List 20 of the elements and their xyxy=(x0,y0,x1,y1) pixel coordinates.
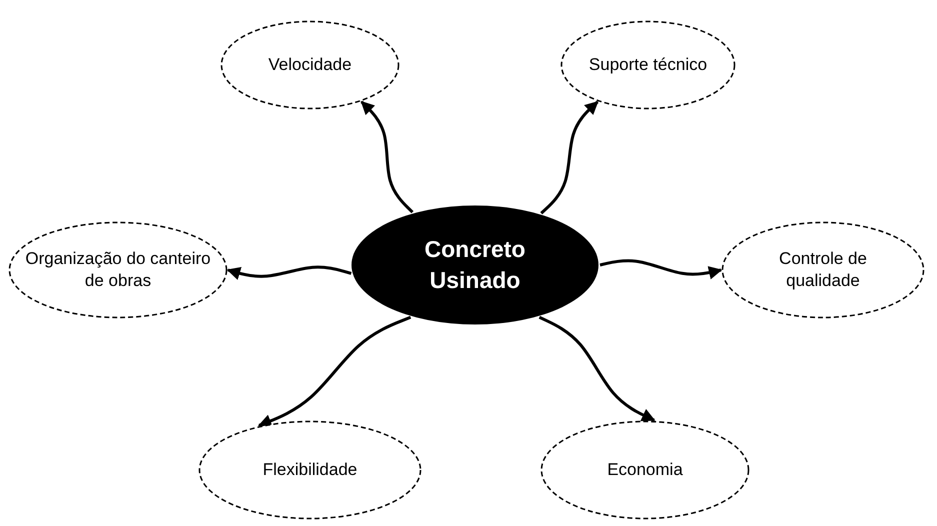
curved-arrow xyxy=(360,100,414,214)
dashed-ellipse xyxy=(8,221,228,319)
node-label: Organização do canteiro de obras xyxy=(24,248,212,292)
node-label: Economia xyxy=(607,458,683,481)
center-ellipse xyxy=(350,204,600,326)
curved-arrow xyxy=(538,316,656,422)
node-label: Controle de qualidade xyxy=(778,248,868,292)
dashed-ellipse xyxy=(721,221,925,319)
node-label: Concreto Usinado xyxy=(424,234,526,295)
curved-arrow xyxy=(258,316,412,428)
curved-arrow xyxy=(226,266,352,280)
dashed-ellipse xyxy=(540,420,750,520)
dashed-ellipse xyxy=(560,20,736,110)
curved-arrow xyxy=(600,259,722,280)
node-label: Velocidade xyxy=(268,54,352,76)
node-label: Flexibilidade xyxy=(262,458,358,481)
dashed-ellipse xyxy=(198,420,422,520)
node-label: Suporte técnico xyxy=(588,54,708,76)
curved-arrow xyxy=(540,100,599,214)
dashed-ellipse xyxy=(220,20,400,110)
